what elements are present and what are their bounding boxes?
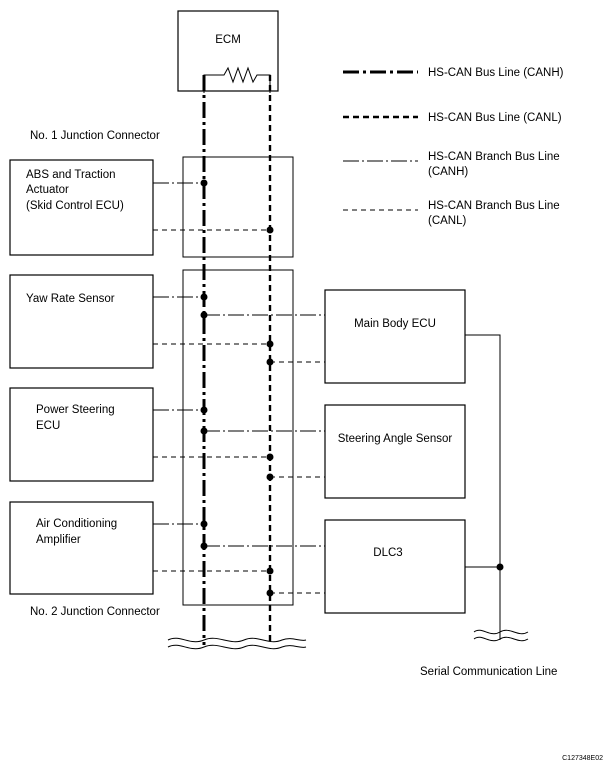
bus-break-mark-upper — [167, 637, 307, 643]
air-conditioning-amplifier-label: Air Conditioning Amplifier — [36, 518, 120, 546]
dlc3-label: DLC3 — [373, 547, 402, 559]
junction-dot — [200, 542, 208, 550]
junction-connector-1-box — [182, 156, 294, 258]
junction-dot — [200, 427, 208, 435]
junction-dot — [266, 340, 274, 348]
ecm-label: ECM — [215, 34, 241, 46]
junction-dot — [266, 453, 274, 461]
junction-dot — [266, 567, 274, 575]
yaw-rate-sensor-box — [9, 274, 154, 369]
junction-dot — [200, 406, 208, 414]
junction-dot — [266, 226, 274, 234]
figure-code: C127348E02 — [562, 755, 603, 762]
junction-dot — [266, 589, 274, 597]
serial-junction-dot — [496, 563, 504, 571]
legend-canl-main-label: HS-CAN Bus Line (CANL) — [428, 112, 562, 124]
junction-connector-1-label: No. 1 Junction Connector — [30, 130, 160, 142]
junction-connector-2-box — [182, 269, 294, 606]
junction-dot — [200, 293, 208, 301]
legend: HS-CAN Bus Line (CANH) HS-CAN Bus Line (… — [343, 67, 564, 227]
abs-actuator-box — [9, 159, 154, 256]
legend-canl-branch-label: HS-CAN Branch Bus Line (CANL) — [428, 200, 563, 227]
air-conditioning-amplifier-box — [9, 501, 154, 595]
junction-dot — [266, 473, 274, 481]
steering-angle-sensor-label: Steering Angle Sensor — [338, 433, 453, 445]
power-steering-ecu-label: Power Steering ECU — [36, 404, 118, 432]
abs-actuator-label: ABS and Traction Actuator (Skid Control … — [26, 169, 124, 212]
junction-dot — [200, 520, 208, 528]
serial-break-mark-upper — [473, 629, 529, 635]
legend-canh-main-label: HS-CAN Bus Line (CANH) — [428, 67, 564, 79]
serial-line-main-body — [465, 334, 501, 640]
serial-communication-line-label: Serial Communication Line — [420, 666, 557, 678]
junction-connector-2-label: No. 2 Junction Connector — [30, 606, 160, 618]
ecm-box — [177, 10, 279, 92]
main-body-ecu-box — [324, 289, 466, 384]
junction-dot — [200, 311, 208, 319]
power-steering-ecu-box — [9, 387, 154, 482]
legend-canh-branch-label: HS-CAN Branch Bus Line (CANH) — [428, 151, 563, 178]
terminating-resistor-icon — [203, 66, 271, 93]
dlc3-box — [324, 519, 466, 614]
bus-break-mark-lower — [167, 644, 307, 650]
junction-dot — [200, 179, 208, 187]
main-body-ecu-label: Main Body ECU — [354, 318, 436, 330]
junction-dot — [266, 358, 274, 366]
serial-break-mark-lower — [473, 636, 529, 642]
yaw-rate-sensor-label: Yaw Rate Sensor — [26, 293, 115, 305]
steering-angle-sensor-box — [324, 404, 466, 499]
